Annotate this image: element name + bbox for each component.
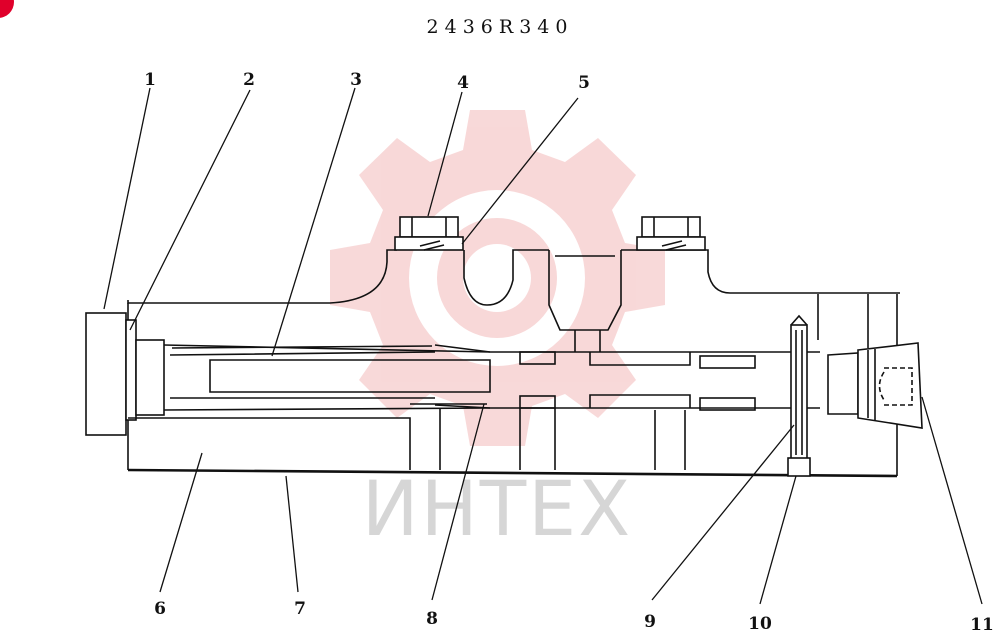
valve-body bbox=[85, 216, 923, 478]
watermark-gear-icon bbox=[330, 110, 665, 446]
watermark-text: ИНТЕХ bbox=[362, 464, 633, 553]
callout-6: 6 bbox=[154, 599, 166, 619]
diagram-title: 2436R340 bbox=[426, 16, 574, 38]
callout-8: 8 bbox=[426, 609, 438, 629]
callout-11: 11 bbox=[970, 615, 994, 635]
callout-7: 7 bbox=[294, 599, 306, 619]
leader-lines bbox=[103, 87, 983, 605]
callout-10: 10 bbox=[748, 614, 772, 634]
callout-1: 1 bbox=[144, 70, 156, 90]
callout-2: 2 bbox=[243, 70, 255, 90]
corner-mark bbox=[0, 0, 14, 18]
callout-4: 4 bbox=[457, 73, 469, 93]
callout-9: 9 bbox=[644, 612, 656, 632]
callout-5: 5 bbox=[578, 73, 590, 93]
callout-labels: 1 2 3 4 5 6 7 8 9 10 11 bbox=[144, 70, 994, 635]
callout-3: 3 bbox=[350, 70, 362, 90]
